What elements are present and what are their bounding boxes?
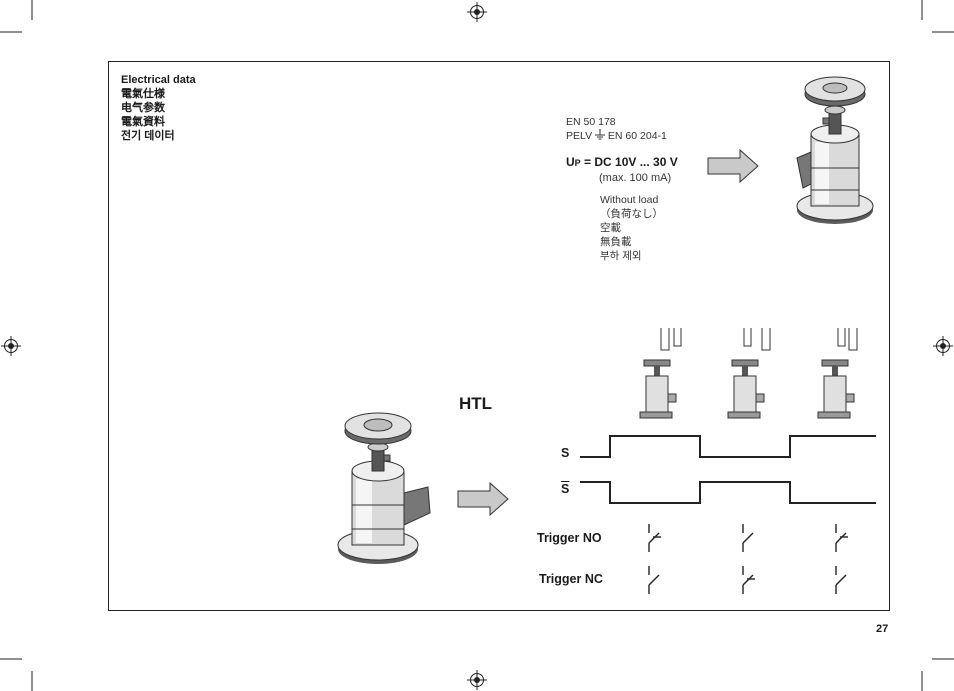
title-ko: 전기 데이터 (121, 130, 175, 142)
signal-s-waveform (580, 435, 876, 458)
switch-nc-closed-icon (742, 566, 755, 594)
without-load-zh-cn: 空載 (600, 222, 621, 234)
pelv-label: PELV (566, 130, 593, 142)
standard-pelv: PELV EN 60 204-1 (566, 129, 667, 143)
registration-mark-left (1, 336, 21, 356)
trigger-no-label: Trigger NO (537, 531, 602, 545)
supply-current: (max. 100 mA) (599, 172, 672, 184)
without-load-zh-tw: 無負載 (600, 236, 632, 248)
switch-no-open-icon (742, 524, 754, 552)
device-target-aligned-icon (727, 328, 771, 419)
ground-icon (595, 129, 605, 140)
registration-mark-bottom (467, 670, 487, 690)
pelv-standard: EN 60 204-1 (607, 130, 667, 142)
registration-mark-top (467, 2, 487, 22)
signal-s-inverted-label: S (561, 482, 570, 496)
supply-symbol-sub: P (574, 158, 581, 168)
supply-value: = DC 10V ... 30 V (584, 155, 678, 169)
section-titles: Electrical data 電氣仕様 电气参数 電氣資料 전기 데이터 (121, 73, 196, 143)
without-load-ko: 부하 제외 (600, 250, 642, 262)
title-en: Electrical data (121, 74, 196, 86)
page-number: 27 (876, 623, 889, 635)
title-zh-cn: 电气参数 (121, 102, 165, 114)
switch-no-closed-icon (648, 524, 661, 552)
arrow-right-icon (457, 481, 509, 517)
trigger-nc-label: Trigger NC (539, 572, 603, 586)
without-load-ja: （負荷なし） (600, 208, 663, 220)
switch-no-closed-icon (835, 524, 848, 552)
sensor-device-illustration (796, 76, 874, 224)
switch-nc-open-icon (835, 566, 847, 594)
standard-en50178: EN 50 178 (566, 116, 616, 128)
content-frame (108, 61, 890, 611)
without-load-list: Without load （負荷なし） 空載 無負載 부하 제외 (600, 193, 663, 263)
title-zh-tw: 電氣資料 (121, 116, 165, 128)
supply-voltage: UP = DC 10V ... 30 V (566, 155, 678, 169)
device-target-leaving-icon (817, 328, 858, 419)
device-target-approaching-icon (639, 328, 682, 419)
signal-s-label: S (561, 446, 570, 460)
without-load-en: Without load (600, 194, 659, 206)
switch-nc-open-icon (648, 566, 660, 594)
signal-s-inverted-waveform (580, 481, 876, 504)
registration-mark-right (933, 336, 953, 356)
supply-symbol: U (566, 155, 575, 169)
title-ja: 電氣仕様 (121, 88, 165, 100)
arrow-right-icon (707, 148, 759, 184)
sensor-device-illustration (337, 412, 431, 564)
htl-heading: HTL (459, 394, 493, 413)
